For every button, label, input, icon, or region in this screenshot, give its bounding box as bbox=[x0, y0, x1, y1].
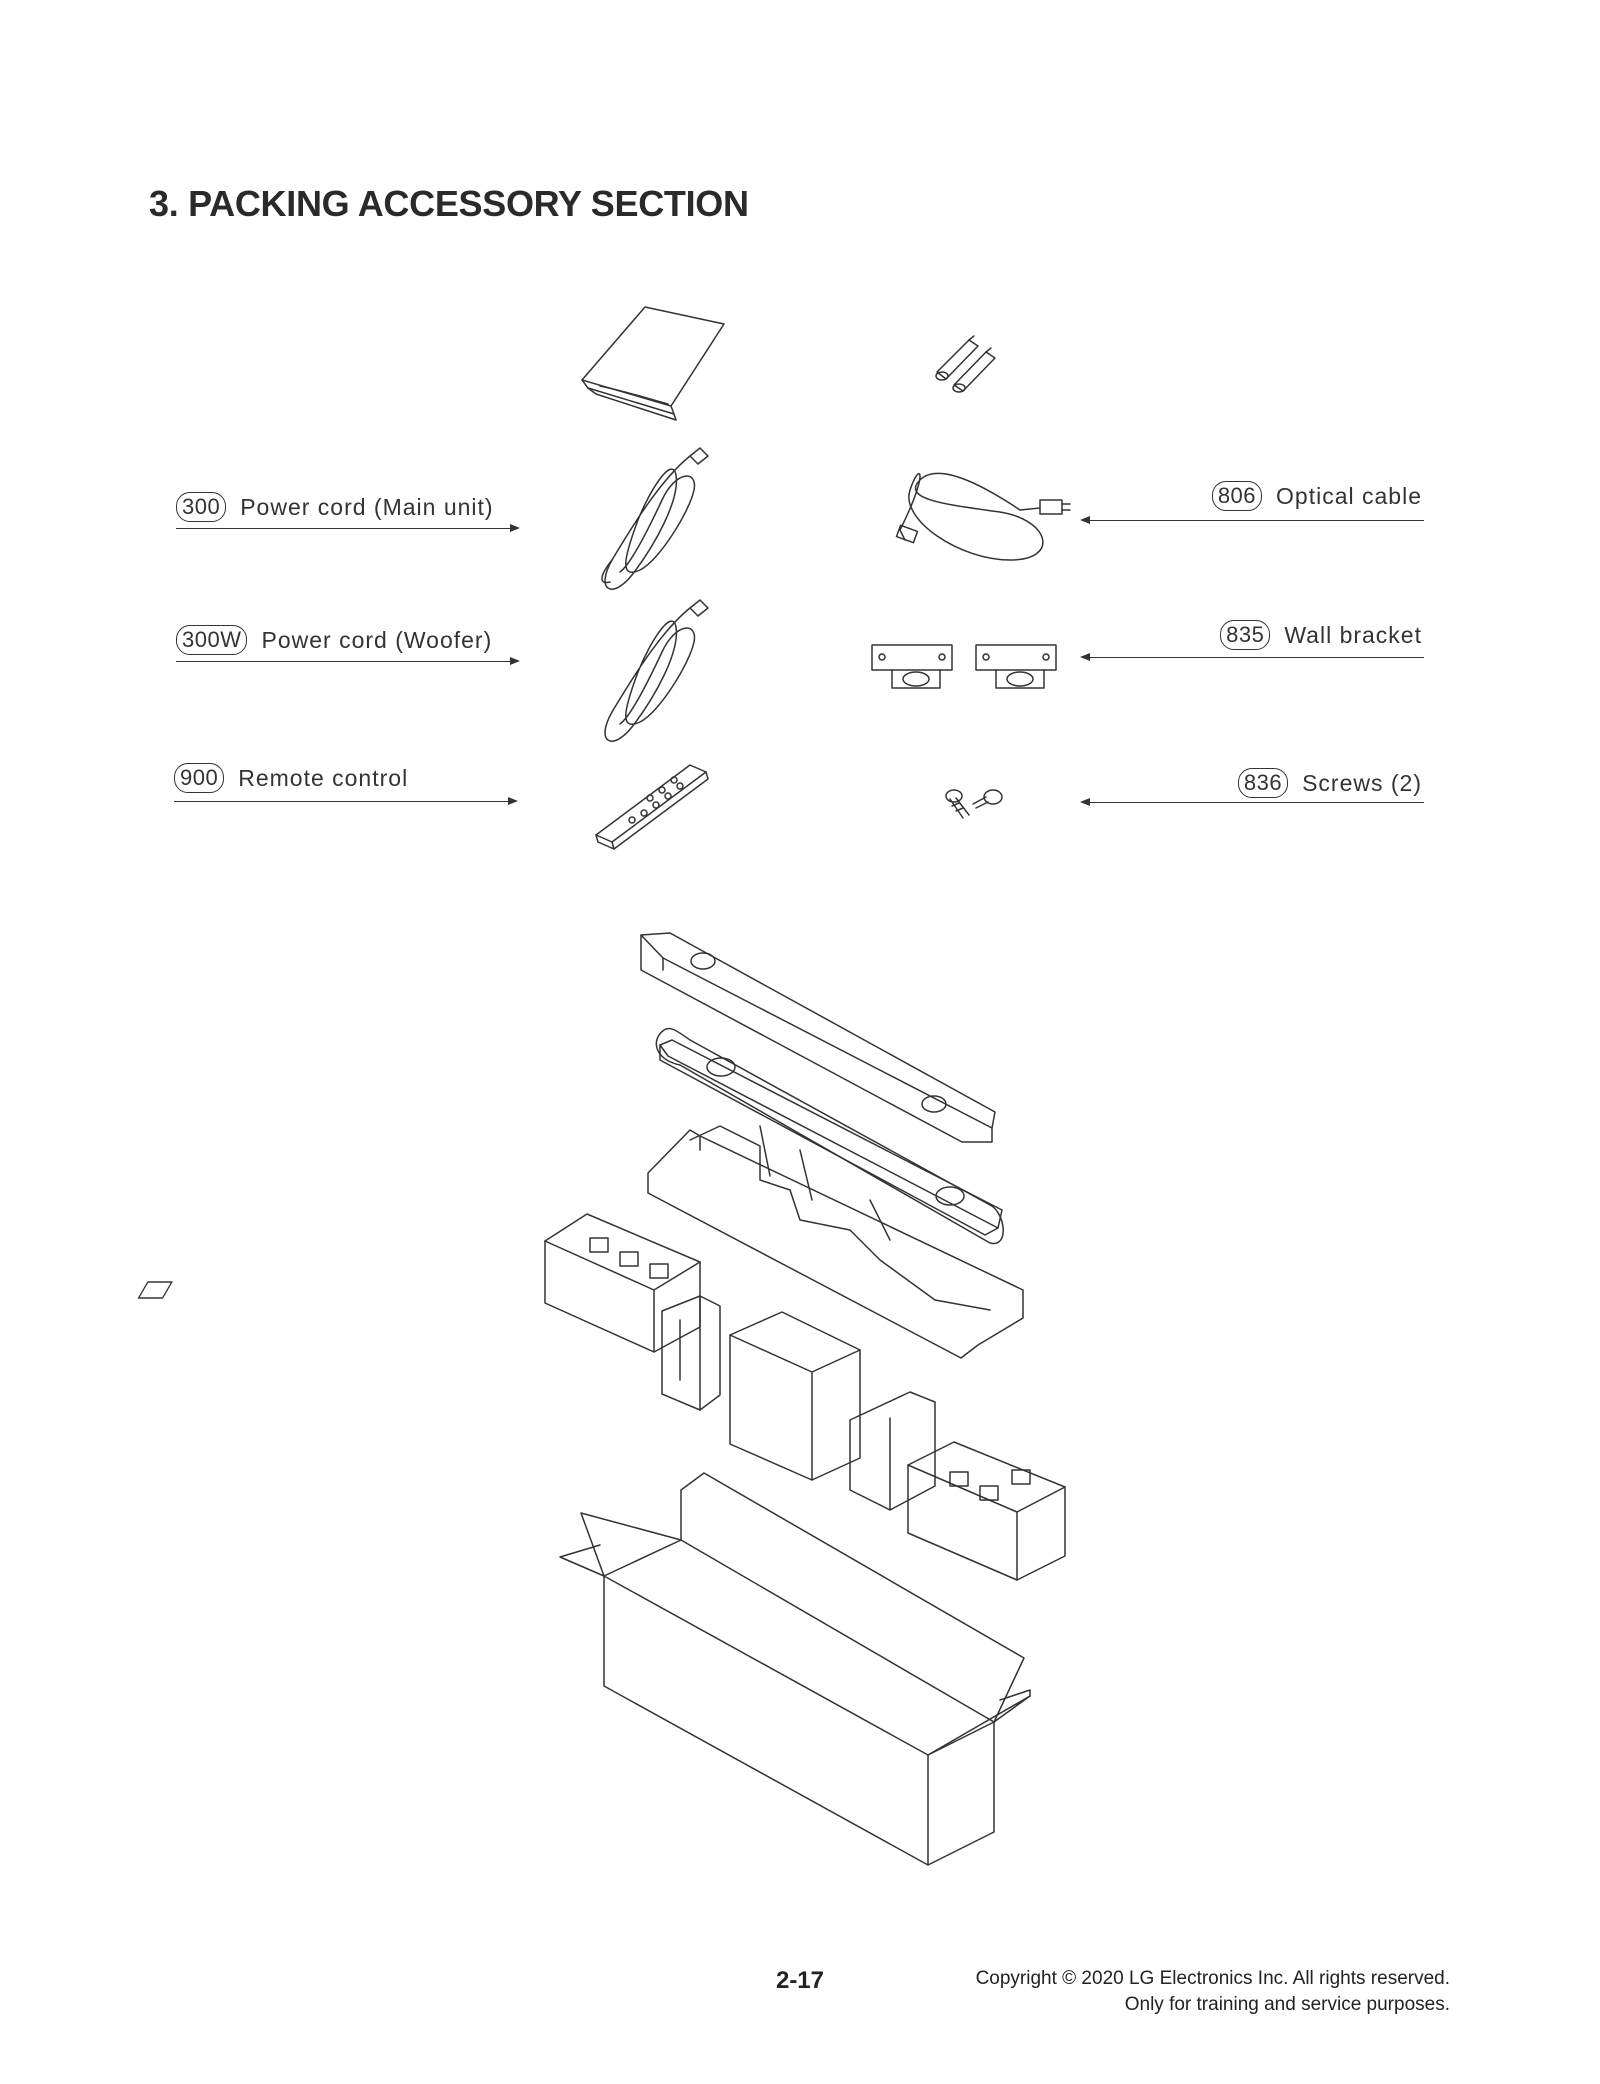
page-title: 3. PACKING ACCESSORY SECTION bbox=[149, 183, 749, 224]
callout-label: Screws (2) bbox=[1302, 769, 1422, 796]
batteries-icon bbox=[935, 335, 996, 393]
leader-arrow bbox=[176, 524, 520, 532]
leader-arrow bbox=[1080, 516, 1424, 524]
ref-number: 806 bbox=[1211, 481, 1263, 511]
callout-remote-control: 900 Remote control bbox=[174, 763, 408, 793]
ref-number: 900 bbox=[174, 763, 225, 793]
ref-number: 836 bbox=[1237, 768, 1289, 798]
callout-label: Optical cable bbox=[1276, 482, 1422, 509]
callout-power-cord-main: 300 Power cord (Main unit) bbox=[176, 492, 494, 522]
callout-label: Wall bracket bbox=[1284, 621, 1422, 648]
callout-label: Power cord (Main unit) bbox=[240, 493, 494, 520]
ref-number: 835 bbox=[1220, 620, 1271, 650]
callout-optical-cable: 806 Optical cable bbox=[1211, 481, 1422, 511]
copyright-line: Copyright © 2020 LG Electronics Inc. All… bbox=[975, 1968, 1450, 1989]
wall-bracket-icon bbox=[871, 644, 1057, 689]
power-cord-main-icon bbox=[601, 447, 709, 590]
leader-arrow bbox=[1080, 653, 1424, 661]
callout-power-cord-woofer: 300W Power cord (Woofer) bbox=[176, 625, 492, 655]
packing-assembly-illustration bbox=[137, 932, 1066, 1866]
callout-label: Power cord (Woofer) bbox=[261, 626, 493, 653]
callout-screws: 836 Screws (2) bbox=[1237, 768, 1422, 798]
remote-control-icon bbox=[595, 764, 709, 850]
leader-arrow bbox=[174, 797, 518, 805]
power-cord-woofer-icon bbox=[604, 599, 709, 742]
callout-label: Remote control bbox=[238, 764, 409, 791]
callout-wall-bracket: 835 Wall bracket bbox=[1220, 620, 1422, 650]
copyright-notice: Copyright © 2020 LG Electronics Inc. All… bbox=[976, 1966, 1450, 2018]
ref-number: 300W bbox=[176, 625, 248, 655]
leader-arrow bbox=[176, 657, 520, 665]
leader-arrow bbox=[1080, 798, 1424, 806]
screws-icon bbox=[945, 789, 1003, 819]
usage-notice-line: Only for training and service purposes. bbox=[1124, 1994, 1450, 2015]
ref-number: 300 bbox=[176, 492, 227, 522]
manual-booklet-icon bbox=[581, 306, 725, 421]
page-number: 2-17 bbox=[775, 1967, 825, 1994]
optical-cable-icon bbox=[895, 472, 1071, 561]
